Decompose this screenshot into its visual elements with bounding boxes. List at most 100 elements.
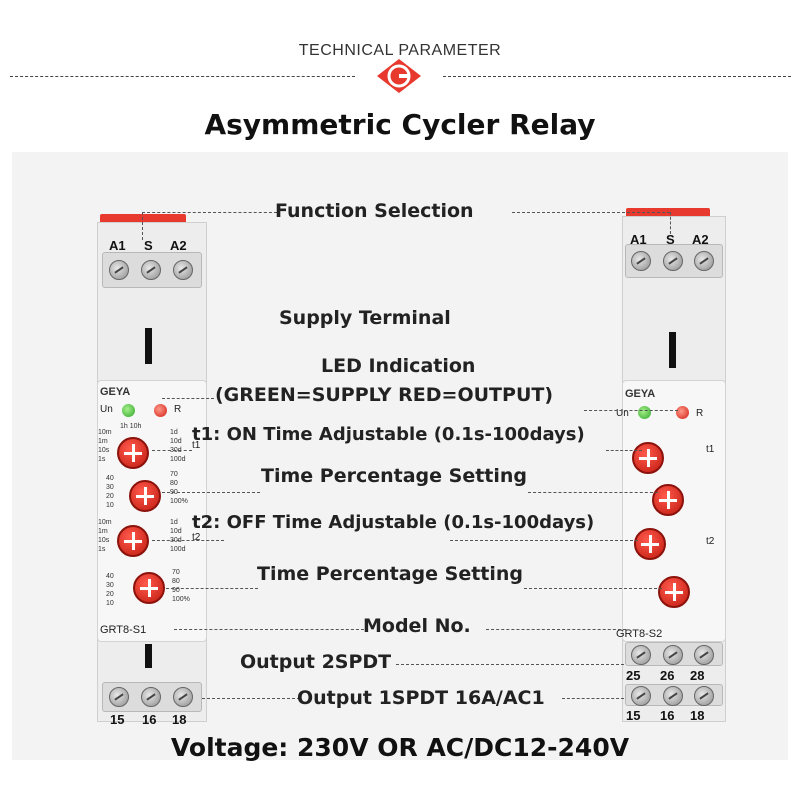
terminal-label-a2: A2	[692, 232, 709, 247]
pct-scale-left: 40 30 20 10	[106, 475, 114, 509]
t2-label: t2	[706, 536, 715, 547]
leader-output1-left	[202, 698, 300, 699]
screw-icon	[631, 251, 651, 271]
time-scale-top: 1h 10h	[120, 423, 142, 430]
led-label-r: R	[696, 408, 704, 419]
leader-pct2-left	[166, 588, 258, 589]
header-divider-right	[443, 76, 791, 77]
brand-label: GEYA	[100, 386, 131, 398]
terminal-label-18: 18	[172, 712, 187, 727]
terminal-label-18: 18	[690, 708, 705, 723]
model-label: GRT8-S1	[100, 624, 147, 636]
leader-function-selection-right-drop	[670, 212, 671, 234]
callout-model-no: Model No.	[363, 615, 471, 637]
output-led-icon	[676, 406, 689, 419]
leader-output2-right	[396, 664, 624, 665]
leader-pct2-right	[524, 588, 662, 589]
screw-icon	[141, 687, 161, 707]
page-title: Asymmetric Cycler Relay	[204, 108, 596, 141]
screw-icon	[663, 686, 683, 706]
led-label-r: R	[174, 404, 182, 415]
callout-led-detail: (GREEN=SUPPLY RED=OUTPUT)	[215, 384, 554, 406]
terminal-label-15: 15	[626, 708, 641, 723]
supply-led-icon	[122, 404, 135, 417]
leader-t1-left	[152, 450, 192, 451]
leader-pct1-right	[528, 492, 658, 493]
leader-function-selection-right	[512, 212, 670, 213]
leader-t2-left	[152, 540, 224, 541]
leader-led-right	[584, 410, 678, 411]
terminal-label-a1: A1	[630, 232, 647, 247]
leader-pct1-left	[162, 492, 260, 493]
callout-t1-on-time: t1: ON Time Adjustable (0.1s-100days)	[192, 424, 585, 445]
relay-right-clip-slot	[669, 332, 676, 368]
pct-scale-right: 70 80 90 100%	[170, 471, 188, 505]
t2-time-dial[interactable]	[117, 525, 149, 557]
relay-right-top-clip	[626, 208, 710, 218]
terminal-label-26: 26	[660, 668, 675, 683]
callout-led-title: LED Indication	[321, 355, 476, 377]
time-scale-left-2: 10m 1m 10s 1s	[98, 519, 112, 553]
t2-time-dial[interactable]	[634, 528, 666, 560]
section-title: TECHNICAL PARAMETER	[298, 42, 502, 59]
t1-time-dial[interactable]	[632, 442, 664, 474]
relay-right-middle-terminal-block	[625, 642, 723, 666]
screw-icon	[631, 645, 651, 665]
screw-icon	[109, 260, 129, 280]
model-label: GRT8-S2	[616, 628, 663, 640]
relay-left-bottom-terminal-block	[102, 682, 202, 712]
output-led-icon	[154, 404, 167, 417]
led-label-un: Un	[100, 404, 113, 415]
terminal-label-16: 16	[660, 708, 675, 723]
t2-percentage-dial[interactable]	[133, 572, 165, 604]
leader-output1-right	[562, 698, 624, 699]
callout-time-percentage-2: Time Percentage Setting	[257, 563, 524, 585]
callout-function-selection: Function Selection	[275, 200, 474, 222]
t1-label: t1	[706, 444, 715, 455]
screw-icon	[141, 260, 161, 280]
leader-model-left	[174, 629, 364, 630]
callout-time-percentage-1: Time Percentage Setting	[261, 465, 528, 487]
terminal-label-25: 25	[626, 668, 641, 683]
supply-led-icon	[638, 406, 651, 419]
screw-icon	[631, 686, 651, 706]
t1-time-dial[interactable]	[117, 437, 149, 469]
relay-right-bottom-terminal-block	[625, 684, 723, 706]
terminal-label-s: S	[666, 232, 675, 247]
brand-label: GEYA	[625, 388, 656, 400]
callout-output-1spdt: Output 1SPDT 16A/AC1	[297, 687, 545, 709]
leader-model-right	[486, 629, 626, 630]
screw-icon	[694, 645, 714, 665]
callout-t2-off-time: t2: OFF Time Adjustable (0.1s-100days)	[192, 512, 595, 533]
voltage-label: Voltage: 230V OR AC/DC12-240V	[170, 733, 630, 762]
terminal-label-s: S	[144, 238, 153, 253]
time-scale-right: 1d 10d 30d 100d	[170, 429, 186, 463]
t1-percentage-dial[interactable]	[129, 480, 161, 512]
terminal-label-a1: A1	[109, 238, 126, 253]
t2-label: t2	[192, 532, 201, 543]
terminal-label-15: 15	[110, 712, 125, 727]
screw-icon	[694, 686, 714, 706]
screw-icon	[663, 645, 683, 665]
time-scale-right-2: 1d 10d 30d 100d	[170, 519, 186, 553]
leader-t2-right	[450, 540, 638, 541]
callout-supply-terminal: Supply Terminal	[279, 307, 451, 329]
screw-icon	[663, 251, 683, 271]
terminal-label-28: 28	[690, 668, 705, 683]
leader-function-selection-left-drop	[142, 212, 143, 240]
geya-logo-icon	[377, 59, 421, 93]
led-label-un: Un	[616, 408, 629, 419]
t1-percentage-dial[interactable]	[652, 484, 684, 516]
screw-icon	[694, 251, 714, 271]
t2-percentage-dial[interactable]	[658, 576, 690, 608]
terminal-label-a2: A2	[170, 238, 187, 253]
leader-led-left	[162, 398, 214, 399]
screw-icon	[173, 687, 193, 707]
screw-icon	[109, 687, 129, 707]
leader-function-selection-left	[142, 212, 277, 213]
product-panel: A1 S A2 GEYA Un R 10m 1m 10s 1s 1h 10h 1…	[12, 152, 788, 760]
pct-scale-right-2: 70 80 90 100%	[172, 569, 190, 603]
pct-scale-left-2: 40 30 20 10	[106, 573, 114, 607]
screw-icon	[173, 260, 193, 280]
relay-right-top-terminal-block	[625, 244, 723, 278]
